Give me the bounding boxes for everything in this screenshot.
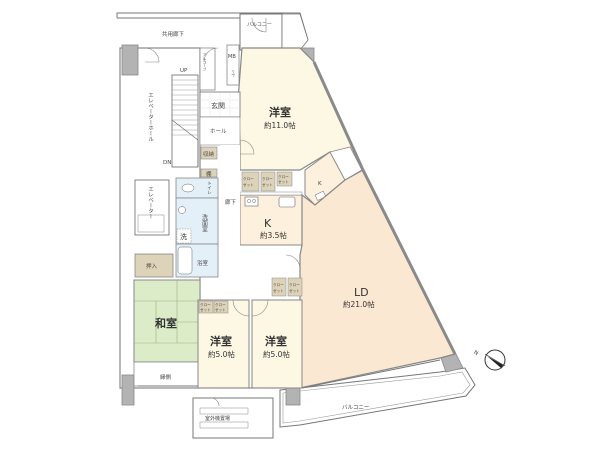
outdoor-unit-area [192,397,274,439]
corridor-label: 廊下 [225,198,237,206]
closet: クロー ゼット [241,171,260,192]
balcony-top [239,13,283,51]
room-name: 洋室 [265,334,287,348]
column [121,44,139,76]
washroom-label: 洗面室 [201,213,208,232]
room-western-a [197,299,250,389]
balcony-top-label: バルコニー [247,22,272,28]
washbasin-icon [178,206,186,214]
closet: クロー ゼット [271,277,287,297]
room-western-b [251,299,303,389]
alcove-label: アルコーブ [202,52,207,71]
room-name: K [318,181,322,187]
room-ld [299,169,456,389]
storage [200,146,218,160]
svg-text:クロー: クロー [200,302,211,307]
svg-text:ゼット: ゼット [273,288,284,293]
svg-text:クロー: クロー [262,176,273,181]
bathtub-icon [177,246,193,275]
kitchen-counter [239,191,303,196]
svg-text:ゼット: ゼット [262,182,273,187]
svg-text:クロー: クロー [278,174,289,179]
closet: クロー ゼット [213,300,229,314]
bathroom-label: 浴室 [197,259,209,267]
room-size: 約11.0帖 [264,120,296,130]
room-size: 約5.0帖 [263,349,290,359]
washer-label: 洗 [180,232,187,241]
closet: クロー ゼット [198,300,214,314]
toilet-icon [181,183,195,193]
mb-sub-label: ﾒｰﾀｰ [231,70,236,77]
stove-icon [244,196,259,207]
common-corridor-label: 共用廊下 [162,30,185,38]
svg-text:ゼット: ゼット [289,288,300,293]
compass-north-label: N [472,350,479,357]
closet: クロー ゼット [260,171,276,192]
svg-text:ゼット: ゼット [243,182,254,187]
hall-label: ホール [210,128,227,135]
svg-text:ゼット: ゼット [215,307,226,312]
svg-text:クロー: クロー [273,282,284,287]
washer-space [176,228,192,244]
engawa [133,361,201,387]
outdoor-unit-label: 室外機置場 [205,415,230,422]
room-size: 約5.0帖 [208,349,235,359]
engawa-label: 縁側 [160,373,172,381]
shelf [200,168,218,178]
mb-label: MB [228,54,236,60]
svg-text:ゼット: ゼット [278,179,289,184]
stairs [171,74,199,168]
meter-box [226,44,240,86]
room-name: K [264,217,272,230]
storage-label: 収納 [203,150,215,158]
stairs-up-label: UP [180,68,188,74]
svg-text:ゼット: ゼット [200,307,211,312]
sink-icon [314,190,327,201]
shelf-label: 棚 [206,170,212,178]
column [121,374,135,406]
elevator [134,179,170,236]
closet: クロー ゼット [276,171,293,187]
room-name: 洋室 [210,334,232,348]
room-name: LD [354,286,369,299]
elevator-hall-label: エレベーターホール [147,92,154,142]
alcove [199,47,216,91]
room-name: 洋室 [269,105,291,119]
room-size: 約3.5帖 [260,230,287,240]
entrance-label: 玄関 [211,101,225,110]
corridor [220,145,240,290]
sink-icon [278,196,296,208]
closet: クロー ゼット [287,277,303,297]
oshiire [134,253,174,278]
stairs-down-label: DN [163,160,171,166]
svg-text:クロー: クロー [243,176,254,181]
svg-text:クロー: クロー [289,282,300,287]
oshiire-label: 押入 [146,262,158,270]
door [144,17,301,407]
room-name: 和室 [155,316,177,330]
balcony-bottom [279,367,476,428]
hall [199,116,241,146]
toilet-label: トイレ [207,181,212,195]
elevator-label: エレベーター [147,186,154,219]
compass-icon [484,349,506,371]
window [138,359,441,389]
room-size: 約21.0帖 [343,299,375,309]
svg-text:クロー: クロー [215,302,226,307]
balcony-bottom-label: バルコニー [342,404,369,411]
